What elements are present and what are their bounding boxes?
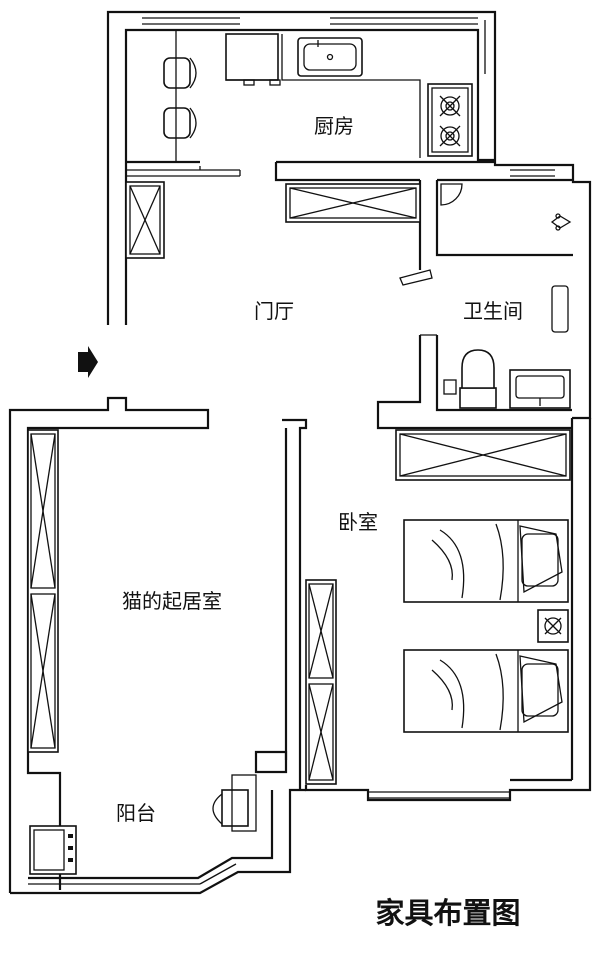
kitchen-chair <box>163 57 197 89</box>
room-label-bedroom: 卧室 <box>338 510 378 534</box>
room-label-balcony: 阳台 <box>116 801 156 825</box>
bathroom-fixtures <box>443 213 572 409</box>
shower-head-icon <box>550 213 572 231</box>
room-label-kitchen: 厨房 <box>314 114 354 138</box>
bedroom-side-wardrobe <box>305 579 337 785</box>
kitchen-furniture <box>163 30 473 162</box>
room-labels: 厨房 门厅 卫生间 卧室 猫的起居室 阳台 <box>116 114 523 825</box>
diagram-caption: 家具布置图 <box>375 896 520 930</box>
kitchen-chair <box>163 107 197 139</box>
washing-machine <box>29 825 77 875</box>
room-label-bathroom: 卫生间 <box>463 299 523 323</box>
wardrobes <box>27 181 571 785</box>
living-wardrobe <box>27 429 59 753</box>
kitchen-sink <box>297 37 363 77</box>
room-label-foyer: 门厅 <box>254 299 294 323</box>
towel-rail <box>551 285 569 333</box>
fridge <box>225 33 279 81</box>
room-label-cat-living-room: 猫的起居室 <box>122 589 222 613</box>
beds <box>403 519 569 733</box>
shoe-cabinet <box>125 181 165 259</box>
doors <box>78 183 463 378</box>
gas-stove <box>427 83 473 157</box>
bed <box>403 649 569 733</box>
foyer-cabinet <box>285 183 421 223</box>
bed <box>403 519 569 603</box>
bath-sink <box>509 369 571 409</box>
inner-walls <box>126 160 573 430</box>
entry-arrow-icon <box>78 346 98 378</box>
outer-walls <box>8 10 592 895</box>
toilet <box>443 349 497 409</box>
nightstand <box>537 609 569 643</box>
balcony-furniture <box>29 774 257 875</box>
balcony-chair <box>212 774 257 832</box>
bedroom-wardrobe <box>395 429 571 481</box>
